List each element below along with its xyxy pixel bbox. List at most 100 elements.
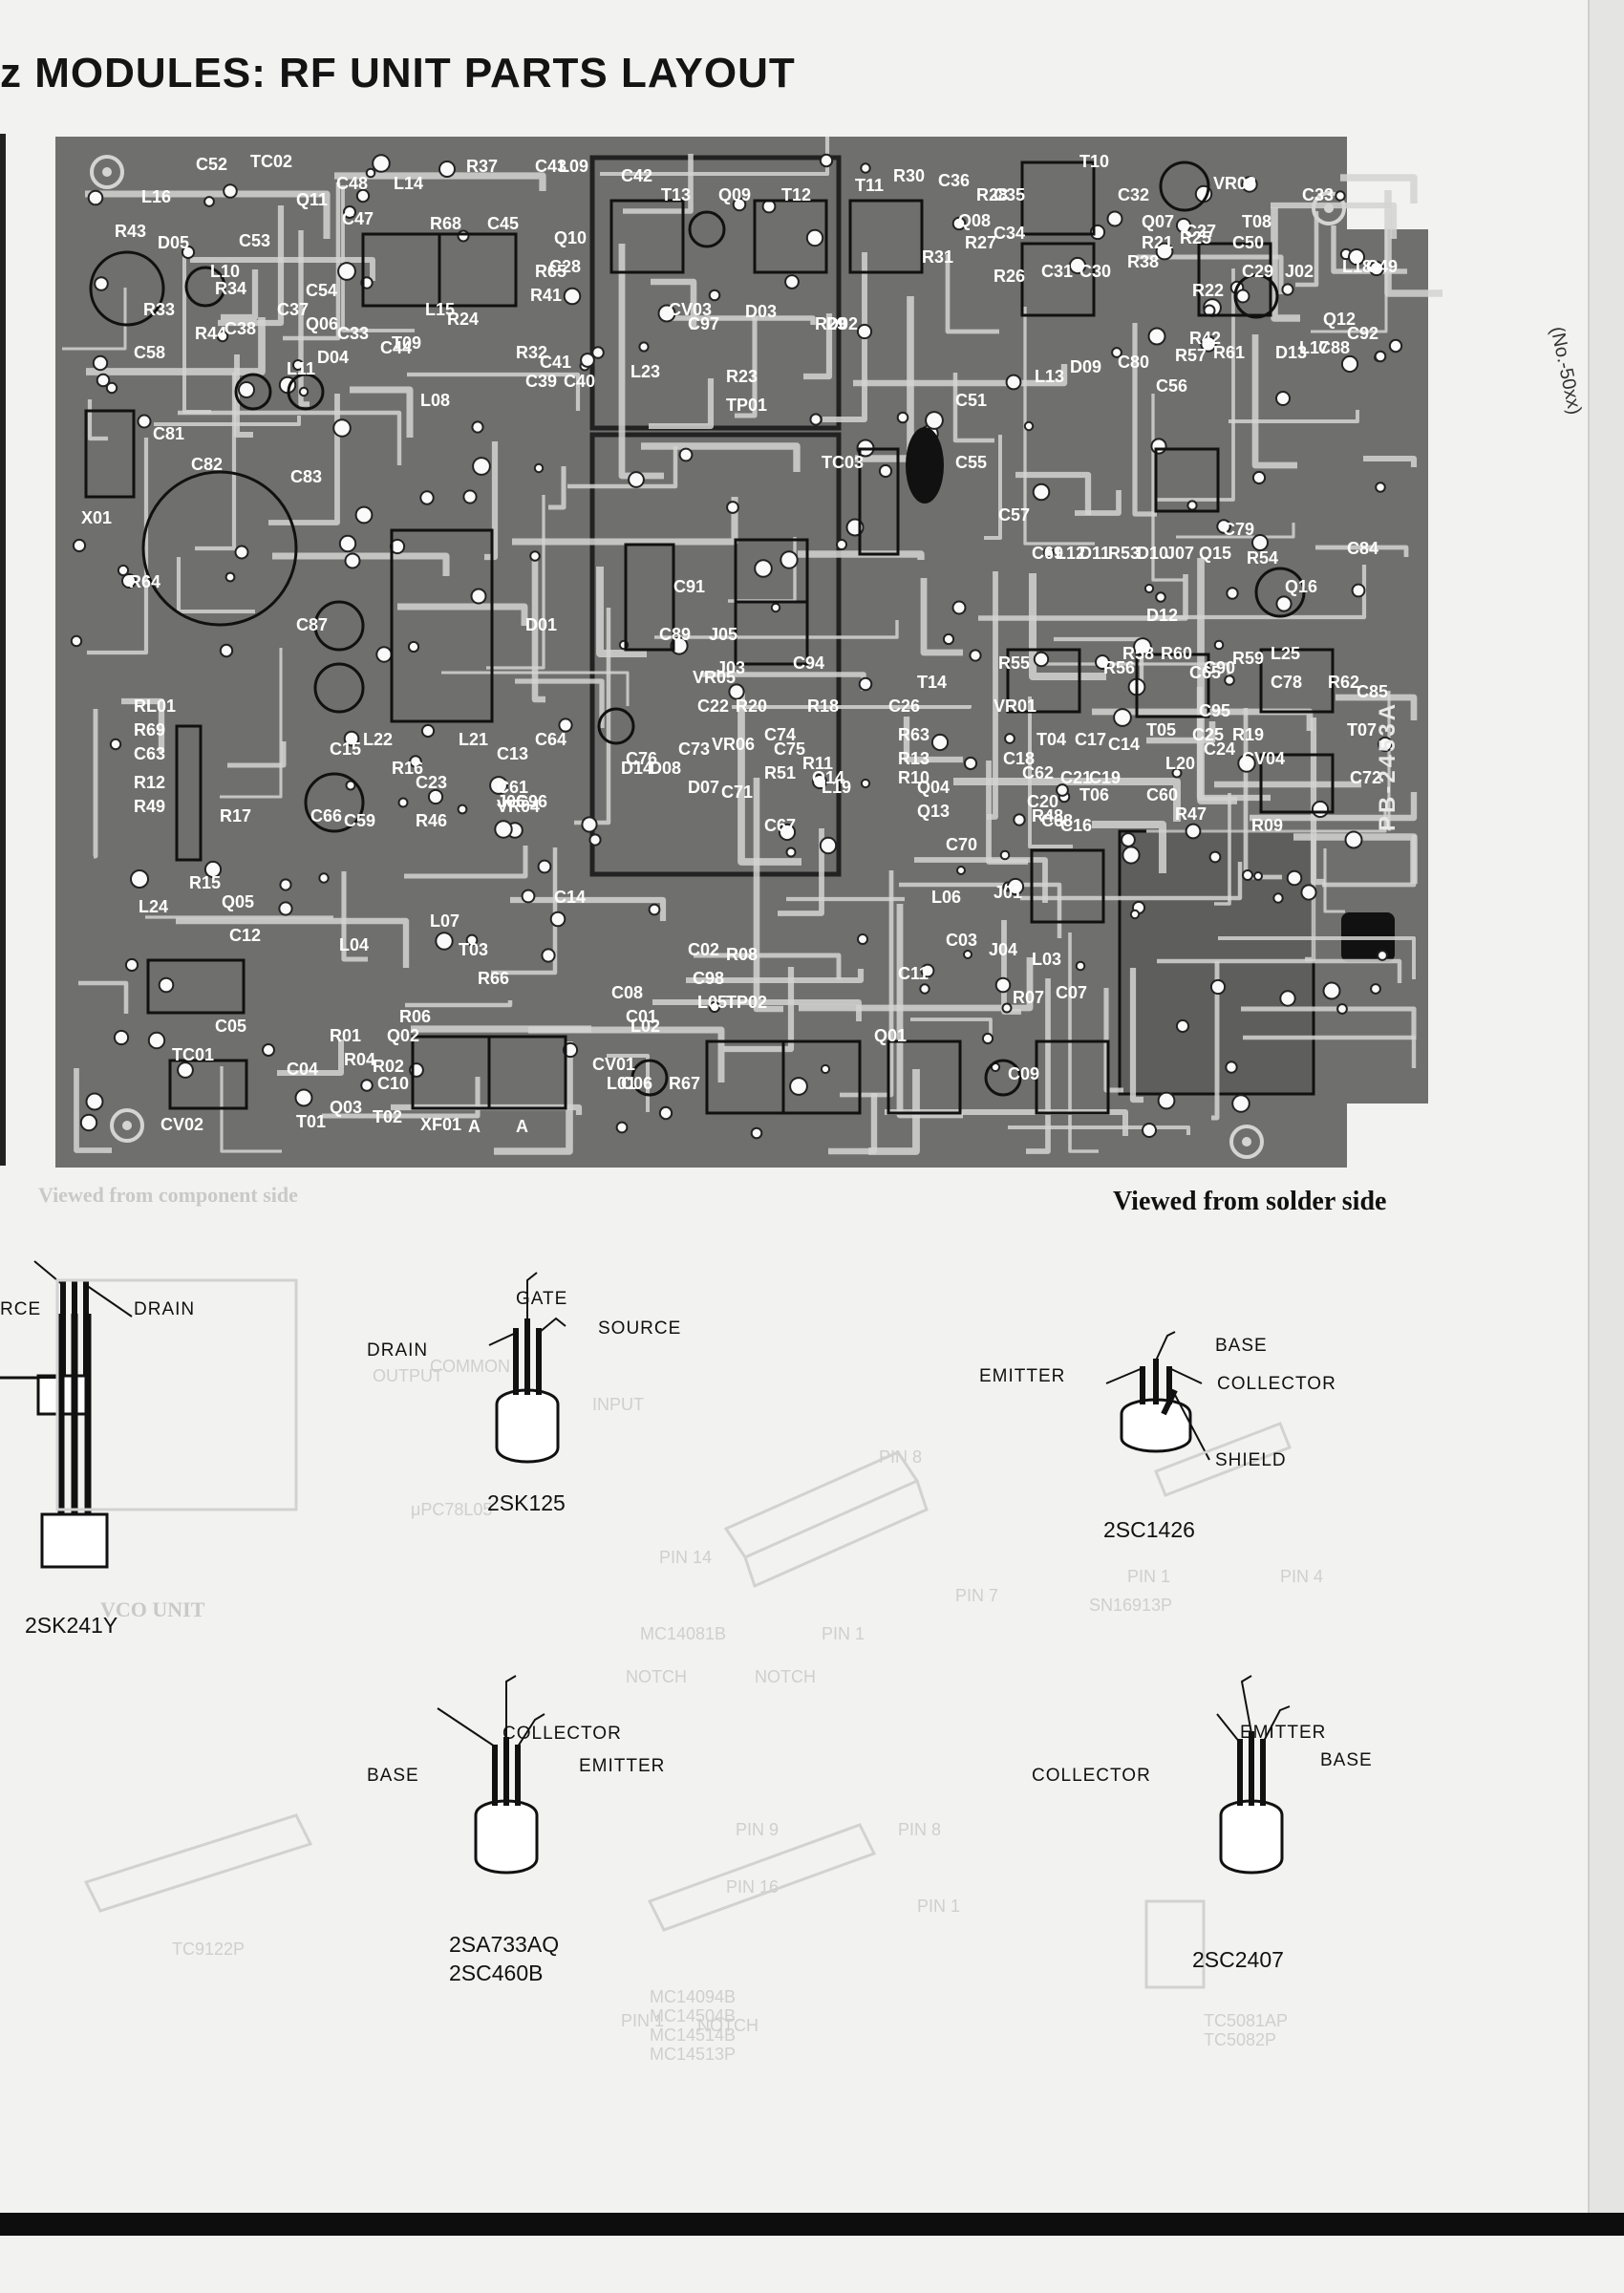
- ref-designator: L12: [1056, 544, 1085, 563]
- ref-designator: TC01: [172, 1045, 214, 1064]
- pcb-trace: [74, 1068, 112, 1153]
- ref-designator: R06: [399, 1007, 431, 1026]
- ref-designator: C12: [229, 926, 261, 945]
- ref-designator: C94: [793, 654, 824, 673]
- ref-designator: C79: [1223, 520, 1254, 539]
- solder-pad: [427, 788, 444, 805]
- round-component: [1233, 273, 1279, 319]
- solder-pad: [896, 411, 909, 424]
- ref-designator: J02: [1285, 262, 1314, 281]
- solder-pad: [94, 276, 109, 291]
- pcb-trace: [1387, 691, 1391, 831]
- ref-designator: J06: [497, 792, 525, 811]
- pcb-trace: [1271, 202, 1398, 239]
- solder-pad: [332, 418, 352, 438]
- scan-bottom-edge: [0, 2213, 1624, 2236]
- pcb-trace: [1271, 207, 1300, 322]
- ghost-ic-label: PIN 4: [1280, 1567, 1324, 1586]
- solder-pad: [919, 983, 930, 995]
- pcb-trace: [234, 354, 253, 438]
- solder-pad: [354, 505, 374, 525]
- solder-pad: [92, 354, 109, 372]
- ref-designator: R12: [134, 773, 165, 792]
- ghost-ic-label: PIN 1: [1127, 1567, 1171, 1586]
- round-component: [141, 470, 298, 627]
- solder-pad: [1208, 850, 1222, 864]
- ref-designator: T09: [392, 333, 421, 353]
- pcb-trace: [298, 230, 310, 407]
- ref-designator: C85: [1357, 682, 1388, 701]
- ref-designator: R56: [1103, 658, 1135, 677]
- ref-designator: L10: [210, 262, 240, 281]
- ref-designator: C48: [336, 174, 368, 193]
- solder-pad: [951, 216, 967, 231]
- ref-designator: L15: [425, 300, 455, 319]
- ref-designator: R42: [1189, 329, 1221, 348]
- solder-pad: [1377, 736, 1394, 753]
- solder-pad: [591, 346, 605, 359]
- part-label-2sk125: 2SK125: [487, 1490, 566, 1515]
- solder-pad: [657, 304, 676, 323]
- solder-pad: [708, 289, 721, 302]
- ref-designator: R10: [898, 768, 930, 787]
- solder-pad: [615, 1121, 629, 1134]
- pcb-trace: [218, 205, 285, 327]
- solder-pad: [708, 1000, 721, 1014]
- solder-pad: [1095, 654, 1110, 670]
- component-footprint: [1035, 1039, 1110, 1115]
- ref-designator: CV01: [592, 1055, 635, 1074]
- solder-pad: [658, 1105, 673, 1121]
- solder-pad: [969, 649, 982, 662]
- ghost-ic-label: MC14081B: [640, 1624, 727, 1643]
- ref-designator: C56: [1156, 376, 1187, 396]
- solder-pad: [337, 262, 356, 281]
- ref-designator: C24: [1204, 739, 1235, 759]
- pcb-trace: [548, 466, 566, 510]
- component-footprint: [1135, 653, 1210, 718]
- pcb-trace: [1023, 307, 1095, 546]
- pcb-trace: [724, 967, 795, 1053]
- ref-designator: L02: [630, 1017, 660, 1036]
- solder-pad: [857, 933, 868, 945]
- ref-designator: R55: [998, 654, 1030, 673]
- solder-pad: [147, 1031, 166, 1050]
- ref-designator: R25: [1180, 228, 1211, 247]
- pcb-trace: [407, 372, 581, 411]
- pin-label-2sc2407-collector: COLLECTOR: [1032, 1766, 1151, 1786]
- ref-designator: L03: [1032, 950, 1061, 969]
- pin-label-2sc1426-base: BASE: [1215, 1336, 1268, 1356]
- round-component: [234, 373, 272, 411]
- solder-pad: [262, 1043, 275, 1057]
- pcb-trace: [753, 778, 783, 1013]
- pcb-trace: [1295, 211, 1319, 288]
- pcb-trace: [735, 317, 758, 418]
- ref-designator: R38: [1127, 252, 1159, 271]
- drawing-2sa733aq: [437, 1675, 545, 1875]
- pcb-trace: [910, 1018, 993, 1037]
- ref-designator: L05: [697, 993, 727, 1012]
- solder-pad: [203, 196, 215, 207]
- ref-designator: R18: [807, 696, 839, 716]
- pin-label-2sc2407-base: BASE: [1320, 1750, 1373, 1770]
- solder-pad: [951, 600, 967, 615]
- ref-designator: C44: [380, 338, 412, 357]
- ghost-ic-label: μPC78L05: [411, 1500, 493, 1519]
- pcb-trace: [1340, 174, 1418, 204]
- solder-pad: [278, 901, 293, 916]
- component-footprint: [146, 958, 246, 1015]
- solder-pad: [1231, 1094, 1250, 1113]
- pcb-trace: [1211, 961, 1220, 1121]
- round-component: [984, 1059, 1022, 1097]
- ref-designator: T12: [781, 185, 811, 204]
- pcb-trace: [334, 172, 546, 191]
- pcb-trace: [190, 257, 375, 281]
- pcb-trace: [404, 846, 528, 879]
- ref-designator: R46: [416, 811, 447, 830]
- pcb-trace: [868, 1069, 920, 1155]
- ref-designator: R17: [220, 806, 251, 825]
- solder-pad: [1213, 639, 1225, 651]
- solder-pad: [105, 381, 118, 395]
- component-footprint: [1020, 242, 1096, 317]
- solder-pad: [1281, 283, 1294, 296]
- component-footprint: [168, 1059, 248, 1110]
